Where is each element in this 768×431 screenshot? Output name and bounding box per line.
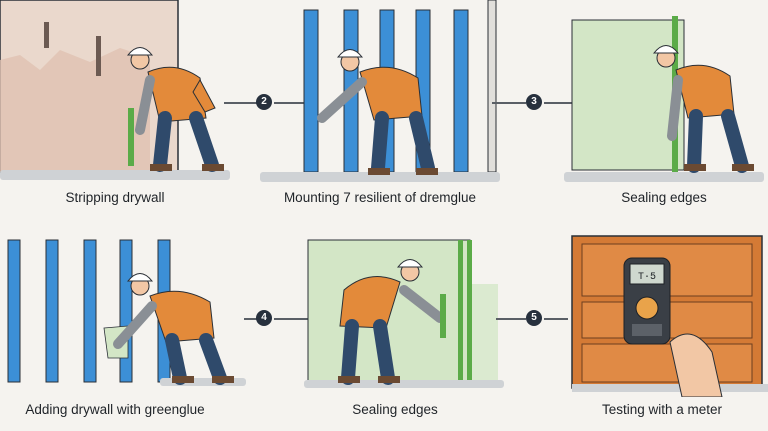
step-4-caption: Adding drywall with greenglue: [25, 402, 205, 417]
step-3-caption: Sealing edges: [621, 190, 707, 205]
meter-display: T·5: [638, 272, 656, 283]
sealing-edges-bottom-illustration: [304, 239, 504, 388]
panel-sealing-edges-bottom: [300, 232, 510, 392]
worker-figure-4: [113, 273, 234, 385]
connector-line: [274, 318, 310, 320]
panel-sealing-edges-top: [560, 0, 768, 185]
connector-line: [544, 318, 568, 320]
connector-line: [244, 318, 260, 320]
step-number-badge-3: 3: [526, 94, 542, 110]
panel-mounting-studs: [260, 0, 500, 185]
step-number-badge-5: 5: [526, 310, 542, 326]
mounting-studs-illustration: [260, 0, 500, 182]
multimeter-device: T·5: [623, 257, 671, 345]
step-number-badge-2: 2: [256, 94, 272, 110]
hand-holding-meter: [669, 333, 723, 397]
panel-adding-drywall: [0, 232, 250, 392]
worker-figure-3: [652, 45, 754, 173]
worker-figure-5: [338, 259, 446, 385]
panel-stripping-drywall: [0, 0, 235, 185]
sealing-edges-illustration: [564, 16, 764, 182]
step-1-caption: Stripping drywall: [65, 190, 165, 205]
panel-testing-meter: T·5: [562, 232, 768, 397]
connector-line: [544, 102, 572, 104]
worker-figure-2: [317, 49, 438, 175]
connector-line: [224, 102, 258, 104]
connector-line: [492, 102, 526, 104]
step-number-badge-4: 4: [256, 310, 272, 326]
adding-drywall-illustration: [7, 239, 246, 386]
connector-line: [274, 102, 304, 104]
connector-line: [496, 318, 526, 320]
testing-meter-illustration: T·5: [571, 235, 768, 397]
stripping-drywall-illustration: [0, 0, 230, 180]
worker-figure-1: [126, 47, 224, 172]
step-5-caption: Sealing edges: [352, 402, 438, 417]
step-6-caption: Testing with a meter: [601, 402, 723, 417]
step-2-caption: Mounting 7 resilient of dremglue: [283, 190, 477, 205]
